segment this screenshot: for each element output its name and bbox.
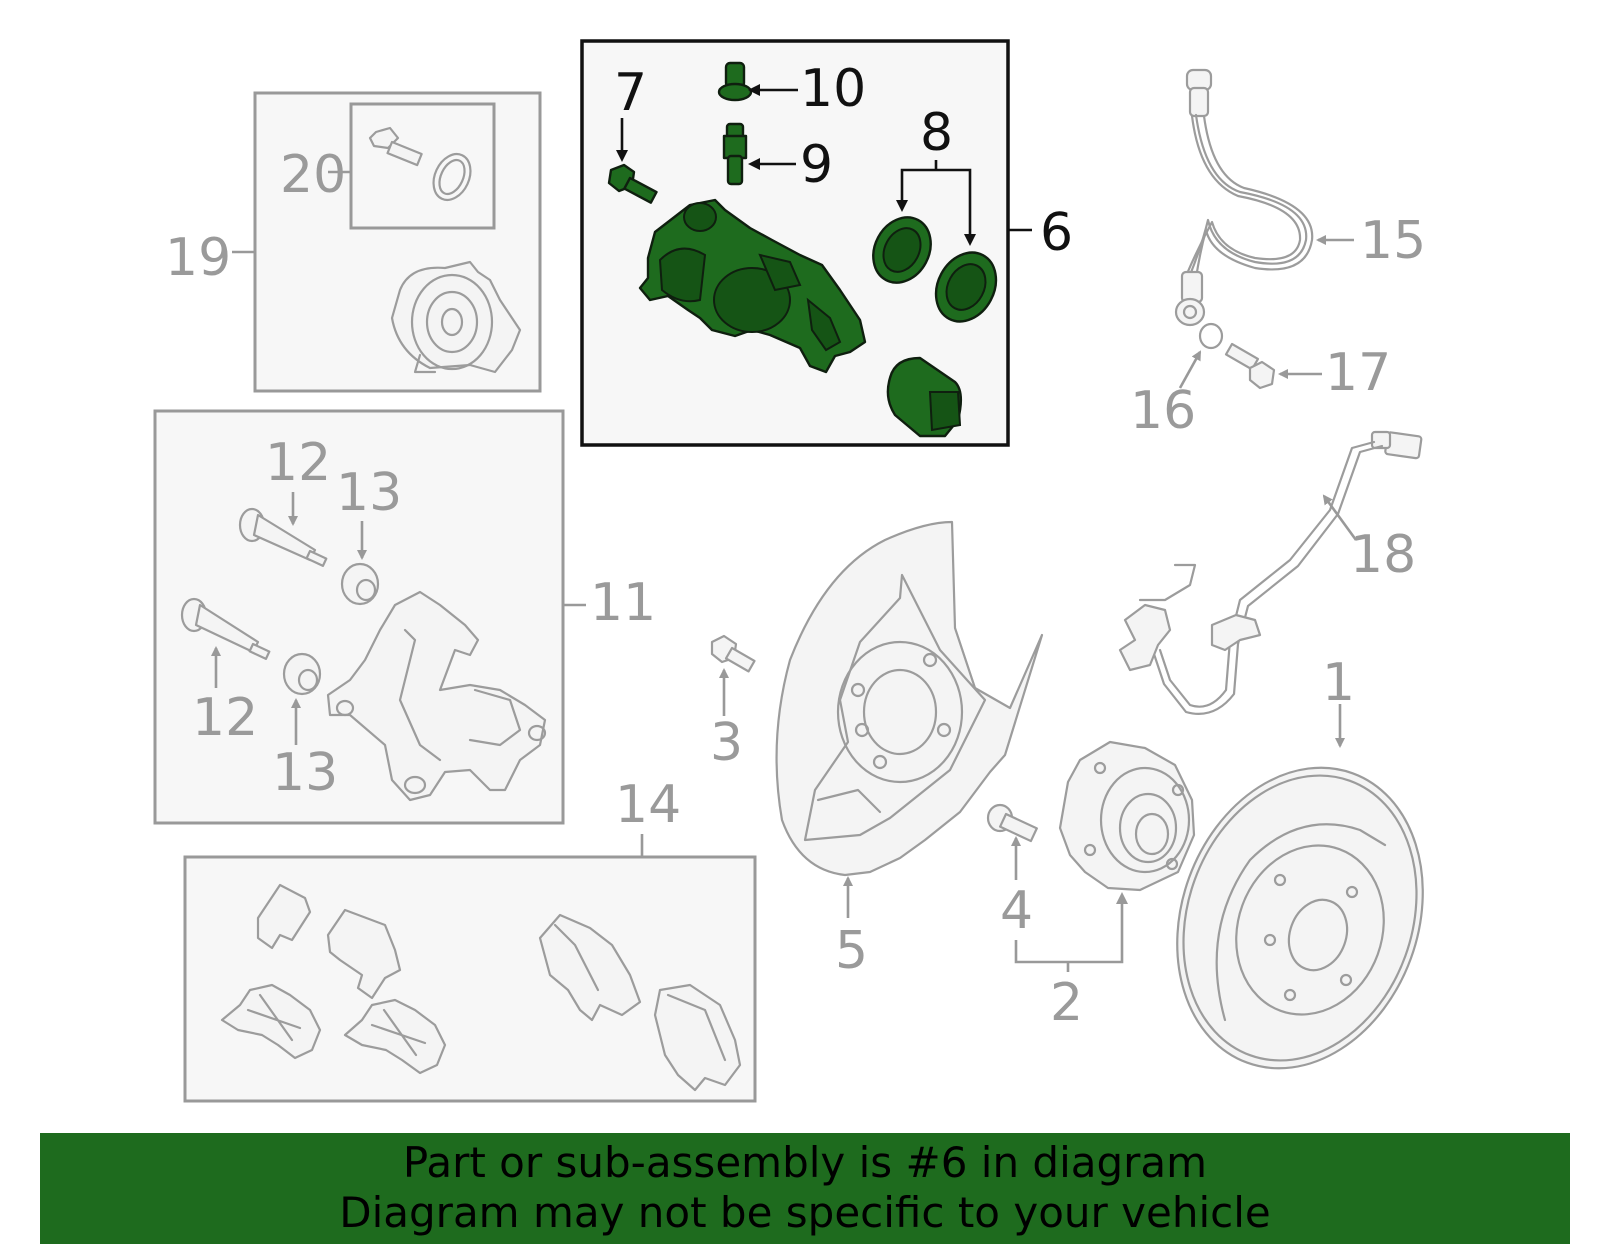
callout-2: 2 (1050, 973, 1083, 1033)
callout-6: 6 (1040, 203, 1073, 263)
part-13-pin-boot-lower[interactable] (282, 652, 322, 696)
callout-20: 20 (280, 145, 346, 205)
part-11-caliper-bracket[interactable] (326, 590, 547, 802)
highlight-notice-banner: Part or sub-assembly is #6 in diagram Di… (40, 1133, 1570, 1244)
callout-17: 17 (1325, 343, 1391, 403)
callout-18: 18 (1350, 525, 1416, 585)
callout-13-upper: 13 (336, 463, 402, 523)
part-1-brake-rotor[interactable] (1136, 733, 1463, 1103)
part-6-caliper-body[interactable] (638, 198, 867, 374)
callout-12-upper: 12 (265, 433, 331, 493)
box-14-brake-pads[interactable] (183, 834, 757, 1103)
part-16-washer[interactable] (1198, 322, 1224, 350)
box-11-caliper-support[interactable] (153, 409, 586, 825)
callout-9: 9 (800, 135, 833, 195)
part-14-brake-pad-left[interactable] (538, 913, 642, 1022)
callout-10: 10 (800, 59, 866, 119)
part-18-abs-sensor[interactable] (1118, 430, 1423, 715)
part-19-piston-housing[interactable] (390, 260, 522, 374)
part-8-piston-seals[interactable] (862, 207, 1007, 332)
callout-16: 16 (1130, 381, 1196, 441)
callout-3: 3 (710, 713, 743, 773)
part-12-guide-pin-lower[interactable] (180, 597, 271, 660)
banner-line-1: Part or sub-assembly is #6 in diagram (402, 1138, 1208, 1187)
part-10-bleeder-cap[interactable] (717, 61, 753, 102)
part-15-brake-hose[interactable] (1174, 68, 1314, 327)
callout-12-lower: 12 (192, 688, 258, 748)
box-19-caliper-kit[interactable] (232, 91, 542, 393)
part-6-piston[interactable] (886, 356, 963, 438)
callout-7: 7 (614, 63, 647, 123)
part-13-pin-boot-upper[interactable] (340, 562, 380, 606)
callout-13-lower: 13 (272, 743, 338, 803)
callout-11: 11 (590, 573, 656, 633)
part-20-bolt[interactable] (368, 126, 478, 206)
callout-5: 5 (835, 921, 868, 981)
part-14-brake-pad-right[interactable] (653, 983, 742, 1092)
part-5-dust-shield[interactable] (775, 520, 1044, 877)
part-14-pad-clips[interactable] (220, 883, 447, 1075)
callout-1: 1 (1322, 653, 1355, 713)
callout-15: 15 (1360, 211, 1426, 271)
part-9-bleeder-screw[interactable] (722, 122, 748, 186)
banner-line-2: Diagram may not be specific to your vehi… (339, 1188, 1271, 1237)
part-2-hub-assembly[interactable] (1058, 740, 1196, 892)
part-3-shield-bolt[interactable] (710, 634, 756, 673)
box-6-caliper-assembly[interactable] (580, 39, 1032, 447)
callout-19: 19 (165, 228, 231, 288)
callout-14: 14 (615, 775, 681, 835)
part-4-hub-bolt[interactable] (986, 803, 1038, 843)
part-17-union-bolt[interactable] (1224, 342, 1276, 390)
callout-8: 8 (920, 103, 953, 163)
part-7-caliper-bolt[interactable] (607, 163, 658, 204)
part-12-guide-pin-upper[interactable] (238, 507, 328, 567)
callout-4: 4 (1000, 881, 1033, 941)
